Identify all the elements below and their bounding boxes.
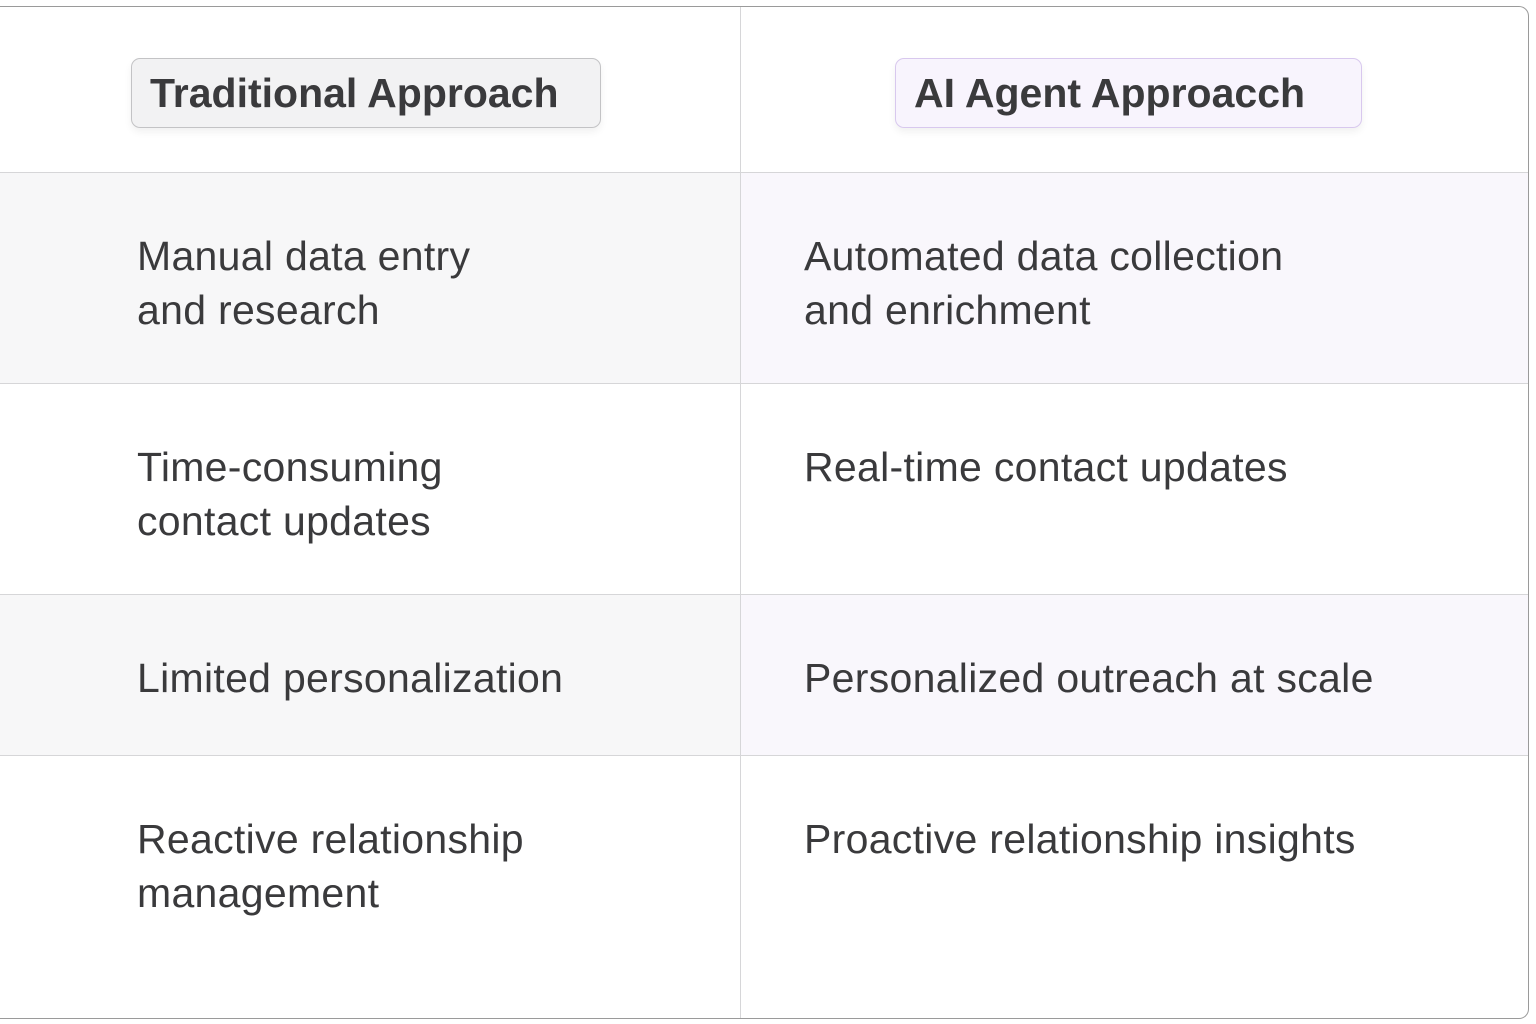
cell-text: Manual data entry and research — [137, 233, 471, 333]
table-row: Time-consuming contact updates Real-time… — [0, 384, 1528, 595]
ai-cell: Personalized outreach at scale — [741, 595, 1528, 755]
traditional-cell: Manual data entry and research — [0, 173, 741, 383]
header-cell-traditional: Traditional Approach — [0, 7, 741, 172]
cell-text: Real-time contact updates — [804, 444, 1288, 490]
comparison-table: Traditional Approach AI Agent Approacch … — [0, 6, 1529, 1019]
ai-cell: Automated data collection and enrichment — [741, 173, 1528, 383]
table-row: Manual data entry and research Automated… — [0, 173, 1528, 384]
ai-cell: Real-time contact updates — [741, 384, 1528, 594]
ai-cell: Proactive relationship insights — [741, 756, 1528, 1018]
cell-text: Time-consuming contact updates — [137, 444, 443, 544]
cell-text: Proactive relationship insights — [804, 816, 1356, 862]
traditional-cell: Limited personalization — [0, 595, 741, 755]
cell-text: Limited personalization — [137, 655, 564, 701]
traditional-approach-badge: Traditional Approach — [131, 58, 601, 128]
table-row: Reactive relationship management Proacti… — [0, 756, 1528, 1018]
traditional-cell: Time-consuming contact updates — [0, 384, 741, 594]
header-cell-ai: AI Agent Approacch — [741, 7, 1528, 172]
cell-text: Automated data collection and enrichment — [804, 233, 1284, 333]
cell-text: Personalized outreach at scale — [804, 655, 1374, 701]
cell-text: Reactive relationship management — [137, 816, 524, 916]
table-row: Limited personalization Personalized out… — [0, 595, 1528, 756]
header-row: Traditional Approach AI Agent Approacch — [0, 7, 1528, 173]
traditional-cell: Reactive relationship management — [0, 756, 741, 1018]
ai-agent-approach-badge: AI Agent Approacch — [895, 58, 1362, 128]
